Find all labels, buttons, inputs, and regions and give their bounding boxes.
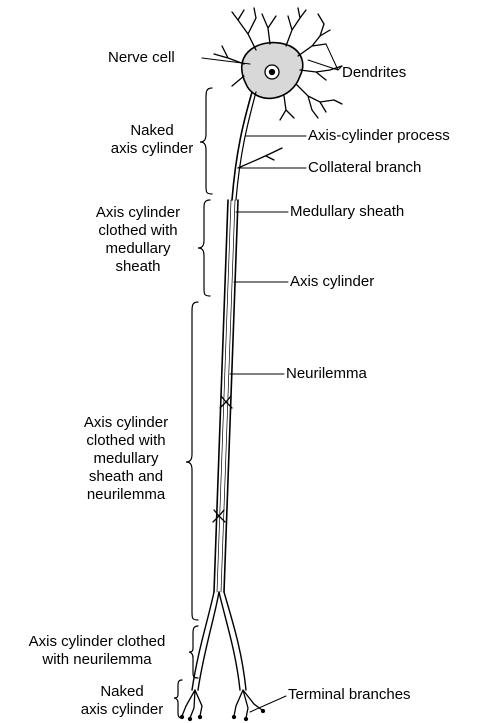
- label-dendrites: Dendrites: [342, 64, 406, 82]
- label-neurilemma: Neurilemma: [286, 365, 367, 383]
- collateral-branch: [238, 148, 282, 168]
- bifurcated-branches: [192, 592, 246, 690]
- region-naked-bottom-line-2: axis cylinder: [72, 701, 172, 719]
- region-medullary-line-2: clothed with: [82, 222, 194, 240]
- region-medullary-neurilemma: Axis cylinder clothed with medullary she…: [70, 414, 182, 504]
- region-medullary-line-1: Axis cylinder: [82, 204, 194, 222]
- region-naked-top: Naked axis cylinder: [104, 122, 200, 158]
- region-naked-bottom-line-1: Naked: [72, 683, 172, 701]
- region-medullary-line-3: medullary: [82, 240, 194, 258]
- terminal-arborization: [181, 690, 265, 721]
- region-neurilemma-only-line-2: with neurilemma: [8, 651, 186, 669]
- label-medullary-sheath: Medullary sheath: [290, 203, 404, 221]
- region-naked-top-line-2: axis cylinder: [104, 140, 200, 158]
- nucleolus: [270, 70, 275, 75]
- region-medullary-line-4: sheath: [82, 258, 194, 276]
- region-medullary: Axis cylinder clothed with medullary she…: [82, 204, 194, 276]
- region-neurilemma-only: Axis cylinder clothed with neurilemma: [8, 633, 186, 669]
- label-terminal-branches: Terminal branches: [288, 686, 411, 704]
- region-medullary-neurilemma-line-5: neurilemma: [70, 486, 182, 504]
- label-collateral-branch: Collateral branch: [308, 159, 421, 177]
- region-naked-top-line-1: Naked: [104, 122, 200, 140]
- sheathed-axon: [213, 200, 238, 592]
- region-medullary-neurilemma-line-4: sheath and: [70, 468, 182, 486]
- region-neurilemma-only-line-1: Axis cylinder clothed: [8, 633, 186, 651]
- region-naked-bottom: Naked axis cylinder: [72, 683, 172, 719]
- label-axis-cylinder: Axis cylinder: [290, 273, 374, 291]
- label-nerve-cell: Nerve cell: [108, 49, 175, 67]
- region-medullary-neurilemma-line-1: Axis cylinder: [70, 414, 182, 432]
- region-medullary-neurilemma-line-3: medullary: [70, 450, 182, 468]
- label-axis-cylinder-process: Axis-cylinder process: [308, 127, 450, 145]
- region-medullary-neurilemma-line-2: clothed with: [70, 432, 182, 450]
- naked-axon-top: [232, 92, 252, 200]
